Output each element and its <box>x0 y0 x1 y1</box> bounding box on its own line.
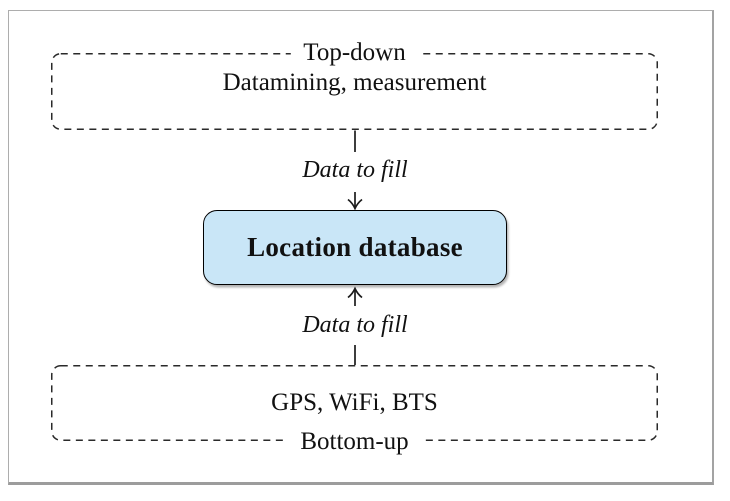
bottom-up-content: GPS, WiFi, BTS <box>271 389 438 416</box>
data-to-fill-label-down: Data to fill <box>302 157 408 183</box>
top-down-label: Top-down <box>290 39 419 67</box>
bottom-up-box: GPS, WiFi, BTS Bottom-up <box>51 365 658 456</box>
location-database-box: Location database <box>203 210 507 285</box>
top-down-content: Datamining, measurement <box>222 69 487 96</box>
bottom-up-label: Bottom-up <box>287 428 422 456</box>
data-to-fill-label-up: Data to fill <box>302 312 408 338</box>
top-down-box: Top-down Datamining, measurement <box>51 39 658 130</box>
location-database-label: Location database <box>247 232 463 262</box>
